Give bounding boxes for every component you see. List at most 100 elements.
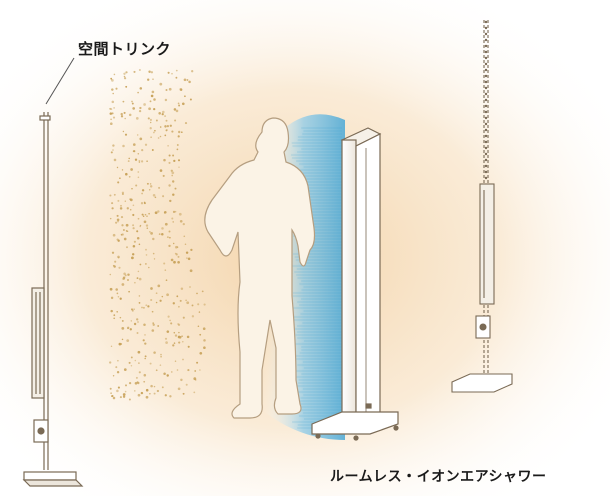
particle-dot xyxy=(153,392,156,395)
particle-dot xyxy=(143,323,146,327)
particle-dot xyxy=(123,75,126,78)
particle-dot xyxy=(136,318,139,321)
particle-dot xyxy=(167,71,170,74)
particle-dot xyxy=(141,213,144,216)
particle-dot xyxy=(110,151,113,154)
particle-dot xyxy=(155,292,158,295)
particle-dot xyxy=(123,237,127,241)
particle-dot xyxy=(164,222,168,226)
particle-dot xyxy=(131,102,134,105)
particle-dot xyxy=(133,150,136,153)
particle-dot xyxy=(111,88,114,91)
particle-dot xyxy=(201,290,204,293)
particle-dot xyxy=(130,365,133,367)
particle-dot xyxy=(141,149,144,152)
column-dot xyxy=(484,98,488,102)
particle-dot xyxy=(111,395,113,397)
particle-dot xyxy=(194,370,197,372)
particle-dot xyxy=(176,295,179,298)
particle-dot xyxy=(152,78,154,80)
particle-dot xyxy=(163,262,166,265)
particle-dot xyxy=(111,79,114,82)
particle-dot xyxy=(122,393,126,396)
particle-dot xyxy=(123,368,127,371)
particle-dot xyxy=(148,266,150,269)
particle-dot xyxy=(115,288,118,291)
particle-dot xyxy=(136,237,140,240)
particle-dot xyxy=(196,361,199,364)
particle-dot xyxy=(128,398,131,401)
particle-dot xyxy=(166,293,169,297)
particle-dot xyxy=(126,246,128,249)
particle-dot xyxy=(109,194,112,197)
particle-dot xyxy=(124,117,126,120)
particle-dot xyxy=(132,204,135,207)
particle-dot xyxy=(135,376,138,379)
particle-dot xyxy=(174,210,177,213)
ion-column-dots xyxy=(484,20,488,180)
particle-dot xyxy=(177,335,181,339)
particle-dot xyxy=(149,362,152,365)
particle-dot xyxy=(134,359,137,362)
particle-dot xyxy=(137,176,140,179)
particle-dot xyxy=(150,71,154,74)
particle-dot xyxy=(163,158,166,162)
particle-dot xyxy=(115,87,118,90)
particle-dot xyxy=(175,69,178,72)
particle-dot xyxy=(152,322,155,324)
particle-dot xyxy=(144,357,146,360)
particle-dot xyxy=(144,355,147,358)
particle-dot xyxy=(153,258,156,260)
column-dot xyxy=(484,116,488,120)
particle-dot xyxy=(190,248,193,252)
particle-dot xyxy=(175,76,178,79)
particle-dot xyxy=(132,227,135,230)
particle-dot xyxy=(131,188,133,190)
particle-dot xyxy=(109,273,112,276)
particle-dot xyxy=(144,334,146,336)
particle-dot xyxy=(123,272,126,276)
particle-dot xyxy=(132,213,135,217)
particle-dot xyxy=(138,362,140,364)
column-dot xyxy=(484,80,488,84)
particle-dot xyxy=(145,254,148,256)
particle-dot xyxy=(174,360,177,362)
column-dot xyxy=(484,110,488,114)
particle-dot xyxy=(161,227,164,230)
particle-dot xyxy=(120,216,124,219)
particle-dot xyxy=(149,118,153,122)
particle-dot xyxy=(149,393,151,395)
particle-dot xyxy=(186,301,190,305)
particle-dot xyxy=(173,260,176,264)
particle-dot xyxy=(141,192,143,195)
particle-dot xyxy=(109,112,113,115)
particle-dot xyxy=(177,260,180,264)
particle-dot xyxy=(140,160,144,163)
particle-dot xyxy=(141,306,143,309)
particle-dot xyxy=(150,298,153,302)
particle-dot xyxy=(148,212,150,215)
particle-dot xyxy=(164,125,167,128)
particle-dot xyxy=(112,149,114,151)
particle-dot xyxy=(169,395,172,398)
particle-dot xyxy=(155,119,158,122)
particle-dot xyxy=(125,223,129,227)
particle-dot xyxy=(138,295,141,297)
particle-dot xyxy=(110,296,114,300)
particle-dot xyxy=(164,98,168,102)
particle-dot xyxy=(153,351,156,354)
particle-dot xyxy=(197,325,200,328)
particle-dot xyxy=(184,95,186,98)
particle-dot xyxy=(130,168,133,171)
particle-dot xyxy=(121,169,124,171)
particle-dot xyxy=(154,196,157,199)
particle-dot xyxy=(128,175,131,178)
particle-dot xyxy=(174,252,177,255)
particle-dot xyxy=(178,341,181,344)
particle-dot xyxy=(115,366,118,369)
particle-dot xyxy=(165,119,168,122)
particle-dot xyxy=(151,310,154,313)
particle-dot xyxy=(193,391,196,394)
particle-dot xyxy=(137,350,141,354)
particle-dot xyxy=(169,319,171,322)
